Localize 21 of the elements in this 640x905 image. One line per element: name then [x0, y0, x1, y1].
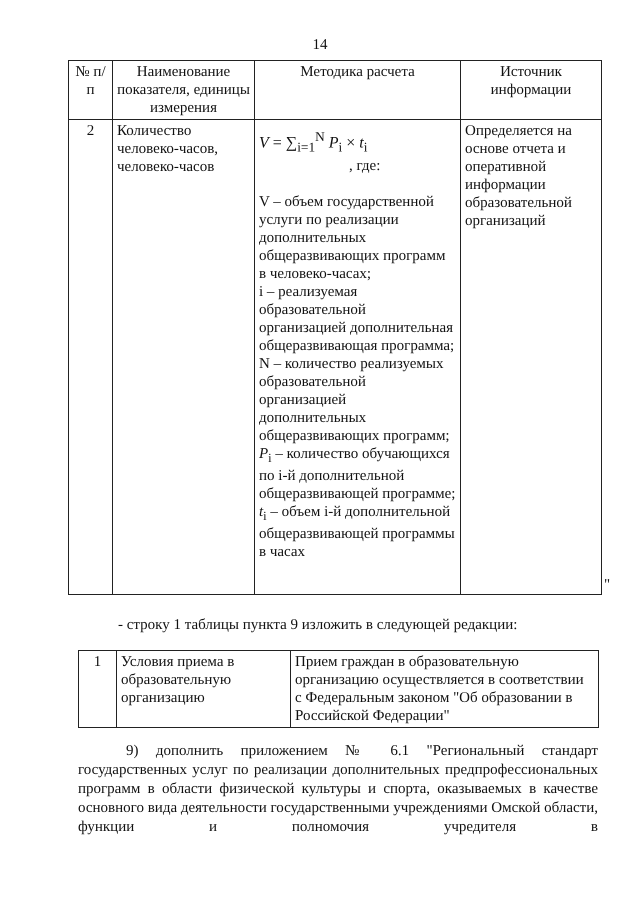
- instruction-text: - строку 1 таблицы пункта 9 изложить в следующей редакции:: [118, 616, 518, 634]
- indicator-name: Условия приема в образовательную организацию: [121, 653, 236, 707]
- closing-quote: ": [604, 576, 610, 594]
- column-header: № п/п: [74, 63, 107, 99]
- formula: V = ∑$_{i=1}$$^{N}$ P$_{i}$ × t$_{i}$: [259, 128, 368, 157]
- definition-text: V – объем государственной услуги по реализации дополнительных общеразвивающих программ в человеко-часах;: [259, 192, 446, 283]
- column-header: Источник информации: [490, 63, 572, 99]
- paragraph-text: 9) дополнить приложением № 6.1 "Региональный стандарт государственных услуг по реализации дополнительных предпрофессиональных программ в области физической культуры и спорта, оказываемых в качестве основного вида деятельности государственными учреждениями Омской области, функции и полномочия учредителя в: [78, 742, 598, 837]
- description-text: Прием граждан в образовательную организацию осуществляется в соответствии с Федеральным законом "Об образовании в Российской Федерации": [295, 653, 585, 725]
- definition-text: P$_{i}$ – количество обучающихся по i-й дополнительной общеразвивающей программе;: [259, 444, 456, 503]
- row-number: 1: [92, 653, 102, 671]
- row-number: 2: [86, 122, 96, 140]
- formula-note: , где:: [348, 156, 382, 175]
- source-text: Определяется на основе отчета и оперативной информации образовательной организаций: [465, 122, 573, 230]
- page-number: 14: [312, 36, 328, 54]
- column-header: Наименование показателя, единицы измерения: [117, 63, 250, 117]
- definition-text: i – реализуемая образовательной организацией дополнительная общеразвивающая программа;: [259, 282, 456, 355]
- definition-text: N – количество реализуемых образовательной организацией дополнительных общеразвивающих программ;: [259, 354, 451, 445]
- definition-text: t$_{i}$ – объем i-й дополнительной общеразвивающей программы в часах: [259, 502, 456, 561]
- column-header: Методика расчета: [299, 63, 416, 81]
- indicator-name: Количество человеко-часов, человеко-часов: [117, 122, 220, 176]
